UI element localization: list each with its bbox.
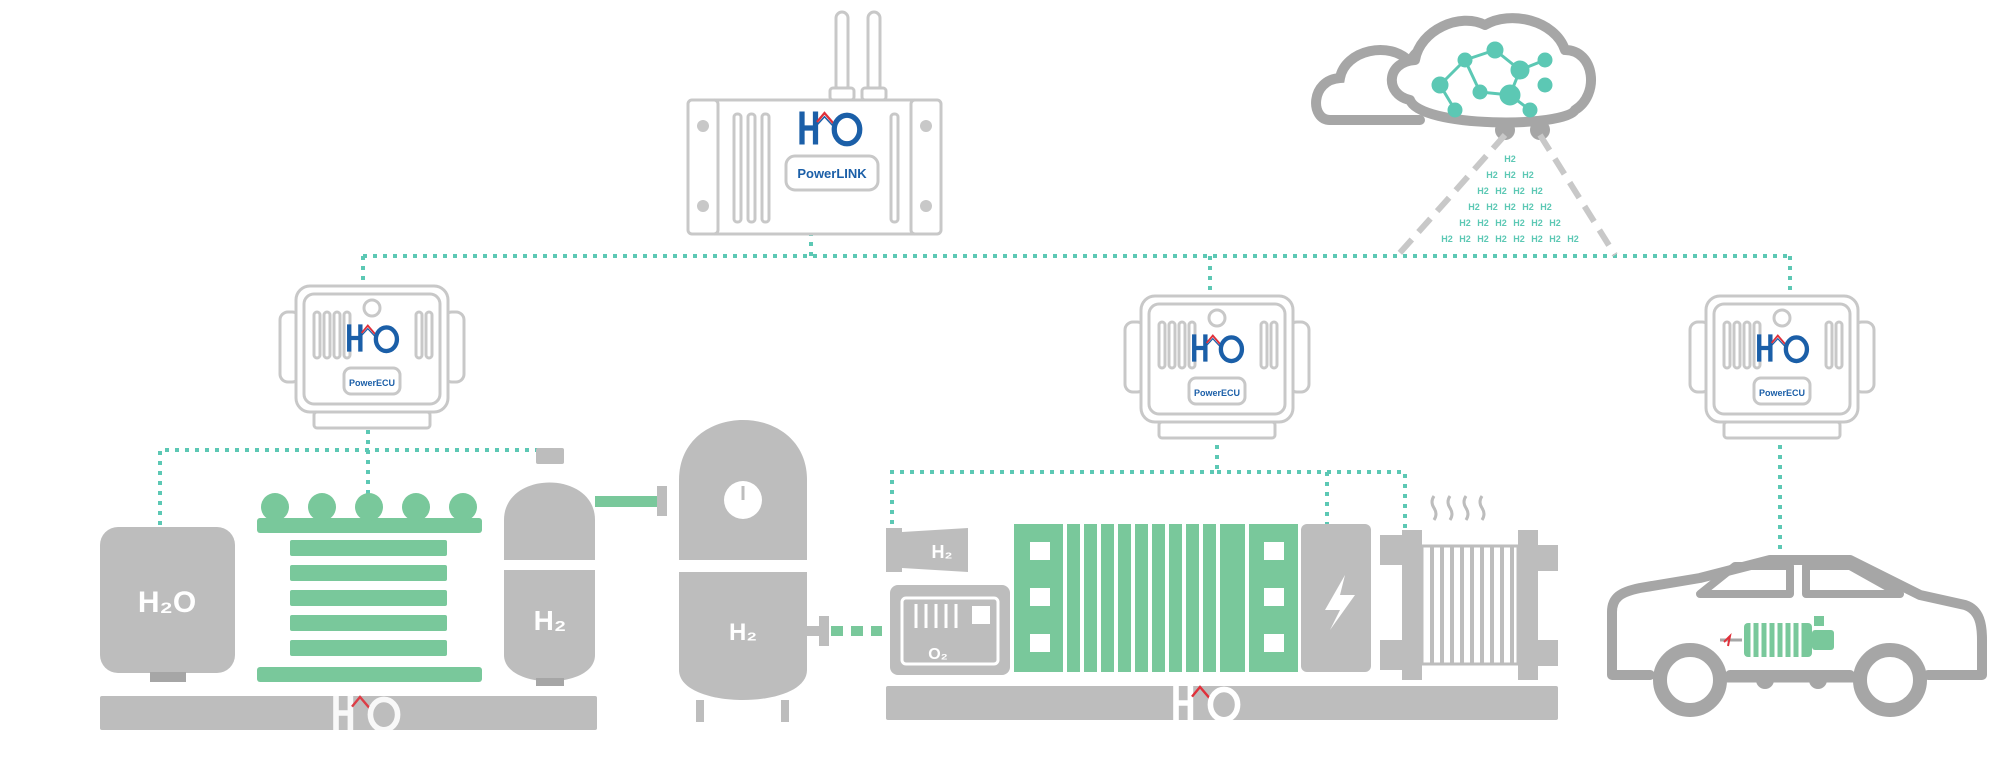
electrolyser-station: H₂O H₂: [100, 448, 667, 733]
powerlink-gateway: PowerLINK: [686, 10, 943, 236]
h2-molecule-label: H2: [1531, 186, 1543, 196]
h2-molecule-label: H2: [1477, 218, 1489, 228]
heat-waves-icon: [1430, 495, 1486, 521]
power-ecu-1: PowerECU: [280, 286, 464, 428]
h2-molecule-label: H2: [1522, 202, 1534, 212]
power-ecu-3: PowerECU: [1690, 296, 1874, 438]
h2-storage-tank-label: H₂: [729, 619, 757, 646]
ecu1-branch-line: [158, 448, 540, 525]
fuel-cell-station: H₂ O₂: [886, 495, 1558, 723]
molecule-icon: [1431, 41, 1553, 118]
h2-molecule-label: H2: [1513, 186, 1525, 196]
h2-molecule-label: H2: [1477, 234, 1489, 244]
compressor: H₂: [886, 528, 968, 572]
water-tank-label: H₂O: [138, 586, 196, 619]
electrolyser-stack: [257, 493, 482, 682]
powerlink-label: PowerLINK: [797, 166, 867, 181]
heat-exchanger: [1380, 495, 1558, 680]
h2-molecule-label: H2: [1540, 202, 1552, 212]
battery: [1301, 524, 1371, 672]
oxygen-unit: O₂: [890, 585, 1010, 675]
h2-molecule-label: H2: [1495, 218, 1507, 228]
antenna-icon: [828, 10, 888, 102]
oxygen-unit-label: O₂: [928, 646, 948, 663]
fuel-cell-vehicle: [1607, 555, 1987, 717]
ecu2-branch-line: [890, 435, 1219, 530]
h2-molecule-label: H2: [1441, 234, 1453, 244]
h2-storage-tank: H₂: [679, 420, 882, 722]
water-tank: H₂O: [100, 527, 235, 682]
h2-molecule-label: H2: [1513, 218, 1525, 228]
h2-molecule-label: H2: [1504, 202, 1516, 212]
fuel-cell-base: [886, 686, 1558, 720]
h2-molecule-label: H2: [1504, 154, 1516, 164]
h2-molecule-label: H2: [1531, 234, 1543, 244]
h2-molecule-label: H2: [1513, 234, 1525, 244]
power-ecu-label: PowerECU: [1194, 388, 1240, 398]
lightning-icon: [1325, 575, 1355, 630]
h2-molecule-label: H2: [1531, 218, 1543, 228]
h2-cylinder-label: H₂: [534, 605, 567, 636]
power-ecu-label: PowerECU: [349, 378, 395, 388]
power-ecu-2: PowerECU: [1125, 296, 1309, 438]
h2-molecule-label: H2: [1549, 218, 1561, 228]
compressor-label: H₂: [932, 542, 953, 562]
h2-molecule-label: H2: [1549, 234, 1561, 244]
h2-molecule-label: H2: [1477, 186, 1489, 196]
wheel-icon: [1653, 643, 1727, 717]
h2-molecule-label: H2: [1567, 234, 1579, 244]
base-logo: [333, 695, 401, 733]
h2-molecule-label: H2: [1459, 234, 1471, 244]
cloud-beam: [1395, 133, 1618, 257]
car-icon: [1607, 555, 1987, 675]
vehicle-fuel-cell: [1744, 616, 1834, 657]
h2-molecule-label: H2: [1459, 218, 1471, 228]
h2-transfer-pipe: [595, 496, 657, 507]
h2-molecule-label: H2: [1495, 234, 1507, 244]
h2-molecule-label: H2: [1486, 202, 1498, 212]
fuel-cell-stack: [1014, 524, 1298, 672]
h2-cylinder: H₂: [504, 448, 595, 686]
h2-molecule-label: H2: [1522, 170, 1534, 180]
h2-molecule-label: H2: [1495, 186, 1507, 196]
h2-molecule-label: H2: [1468, 202, 1480, 212]
h2-molecule-label: H2: [1486, 170, 1498, 180]
power-ecu-label: PowerECU: [1759, 388, 1805, 398]
h2-molecule-label: H2: [1504, 170, 1516, 180]
wheel-icon: [1853, 643, 1927, 717]
